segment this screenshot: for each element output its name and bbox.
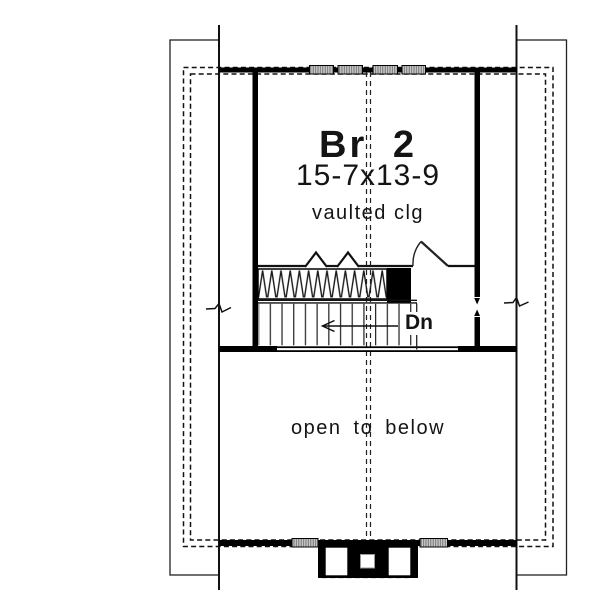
wall-east [474, 67, 480, 350]
chimney [318, 540, 418, 578]
window-icons-top [309, 65, 426, 75]
floor-opening-edge-top [277, 346, 458, 349]
wall-block [387, 268, 411, 303]
break-mark-icons [205, 295, 529, 314]
stair-wall-left [219, 346, 277, 352]
floor-opening-edge-bottom [277, 350, 458, 352]
railing-zigzag [257, 268, 411, 303]
wall-top [219, 67, 517, 73]
stair-wall-right [458, 346, 517, 352]
open-to-below-label: open to below [290, 417, 446, 439]
stair-direction-label: Dn [402, 312, 436, 335]
peak-break-icon [304, 250, 328, 268]
right-side-strip [515, 25, 568, 590]
room-label: Br 2 [319, 124, 417, 166]
wall-vent-icon [473, 297, 481, 317]
down-arrow-icon [320, 319, 398, 333]
knee-wall-line [258, 250, 475, 268]
wall-west [252, 67, 258, 350]
peak-break-icon [336, 250, 360, 268]
stair-treads [258, 299, 418, 350]
ceiling-note: vaulted clg [311, 202, 425, 224]
room-dimensions: 15-7x13-9 [295, 159, 441, 192]
door-swing-icon [412, 240, 449, 267]
left-side-strip [169, 25, 220, 590]
